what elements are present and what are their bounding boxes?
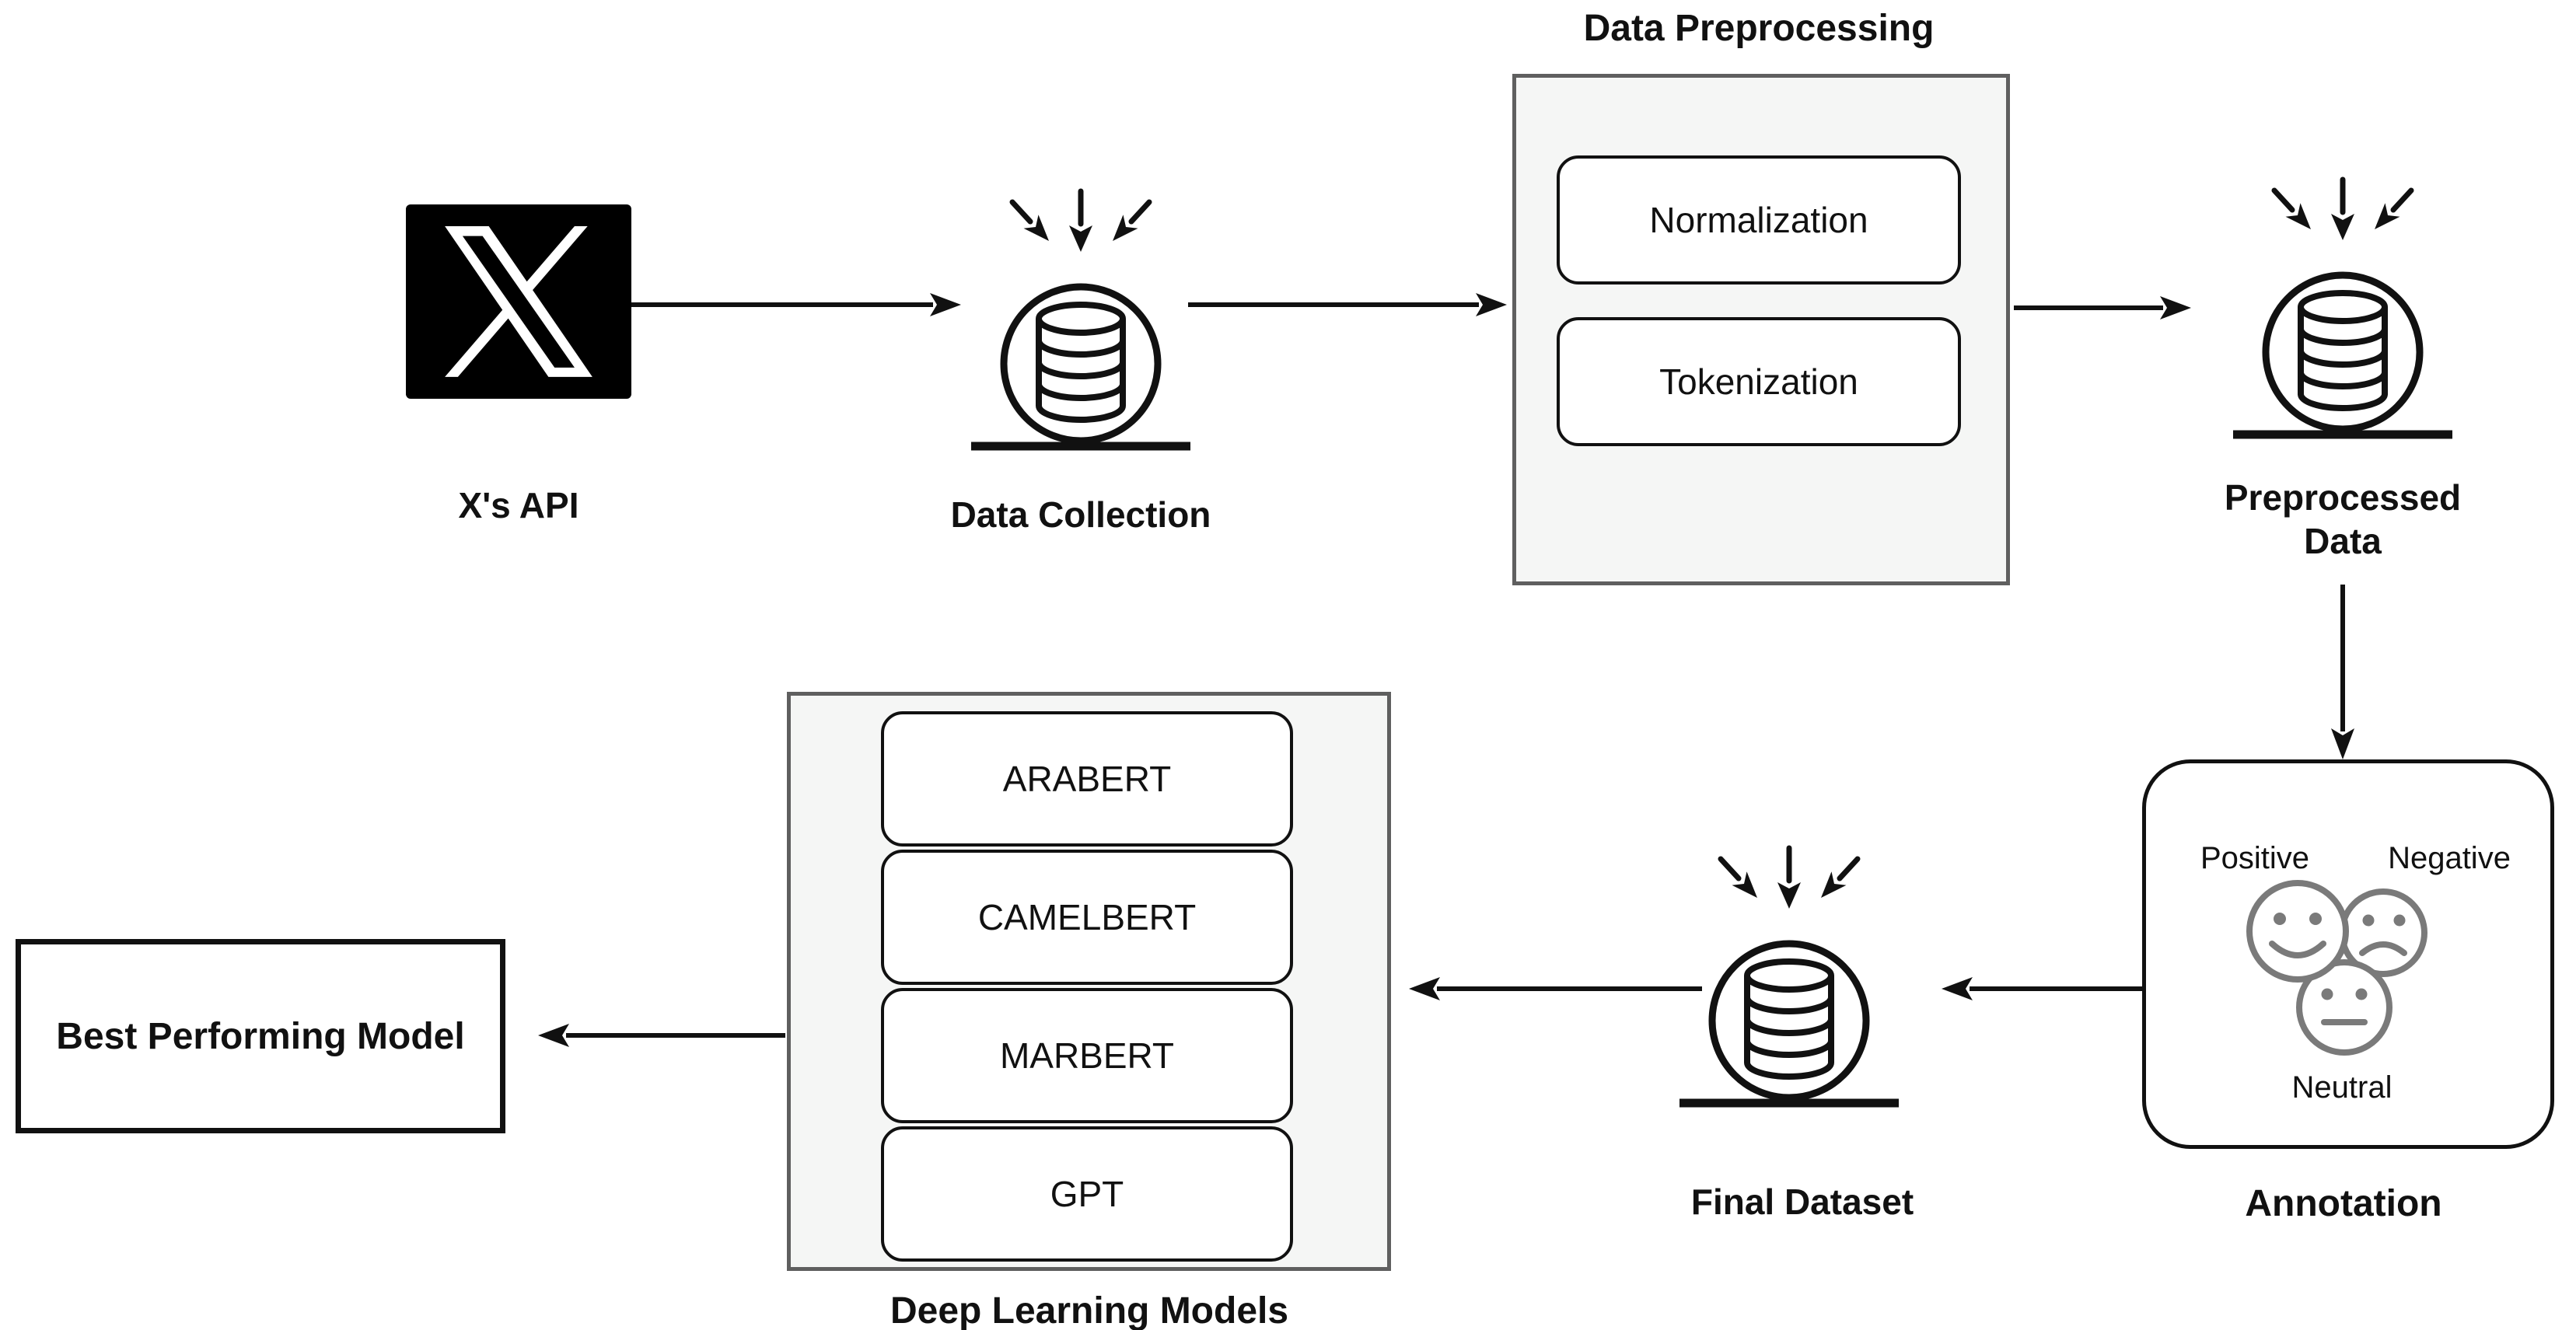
happy-face-icon [2246, 880, 2349, 983]
sentiment-faces-icon [2246, 880, 2427, 1056]
normalization-step: Normalization [1557, 155, 1961, 285]
model-arabert: ARABERT [881, 711, 1293, 847]
sentiment-positive-label: Positive [2200, 841, 2310, 875]
data-preprocessing-title: Data Preprocessing [1583, 8, 1935, 49]
deep-learning-models-label: Deep Learning Models [890, 1290, 1289, 1330]
arrow-preprocessed-to-annotation [2331, 585, 2354, 759]
model-camelbert: CAMELBERT [881, 850, 1293, 985]
final-dataset-label: Final Dataset [1690, 1182, 1914, 1222]
sentiment-negative-label: Negative [2388, 841, 2511, 875]
sentiment-neutral-label: Neutral [2291, 1070, 2392, 1105]
x-api-label: X's API [458, 485, 579, 525]
best-performing-model-box: Best Performing Model [16, 939, 505, 1133]
preprocessed-data-database-icon [2230, 175, 2455, 447]
best-performing-model-label: Best Performing Model [56, 1015, 465, 1057]
arrow-preprocessing-to-preprocessed [2014, 296, 2191, 319]
model-marbert: MARBERT [881, 988, 1293, 1123]
x-logo-icon [445, 226, 592, 377]
preprocessed-data-label: Preprocessed Data [2224, 477, 2462, 562]
x-api-node [406, 204, 631, 399]
arrow-models-to-best [538, 1024, 785, 1047]
data-collection-label: Data Collection [950, 494, 1211, 535]
final-dataset-database-icon [1676, 843, 1902, 1115]
neutral-face-icon [2296, 959, 2392, 1056]
annotation-label: Annotation [2245, 1183, 2442, 1224]
tokenization-step: Tokenization [1557, 317, 1961, 446]
arrow-finaldataset-to-models [1409, 977, 1702, 1000]
arrow-xapi-to-datacollection [631, 293, 961, 316]
arrow-annotation-to-finaldataset [1942, 977, 2144, 1000]
model-gpt: GPT [881, 1126, 1293, 1262]
data-collection-database-icon [968, 187, 1194, 459]
arrow-datacollection-to-preprocessing [1188, 293, 1507, 316]
